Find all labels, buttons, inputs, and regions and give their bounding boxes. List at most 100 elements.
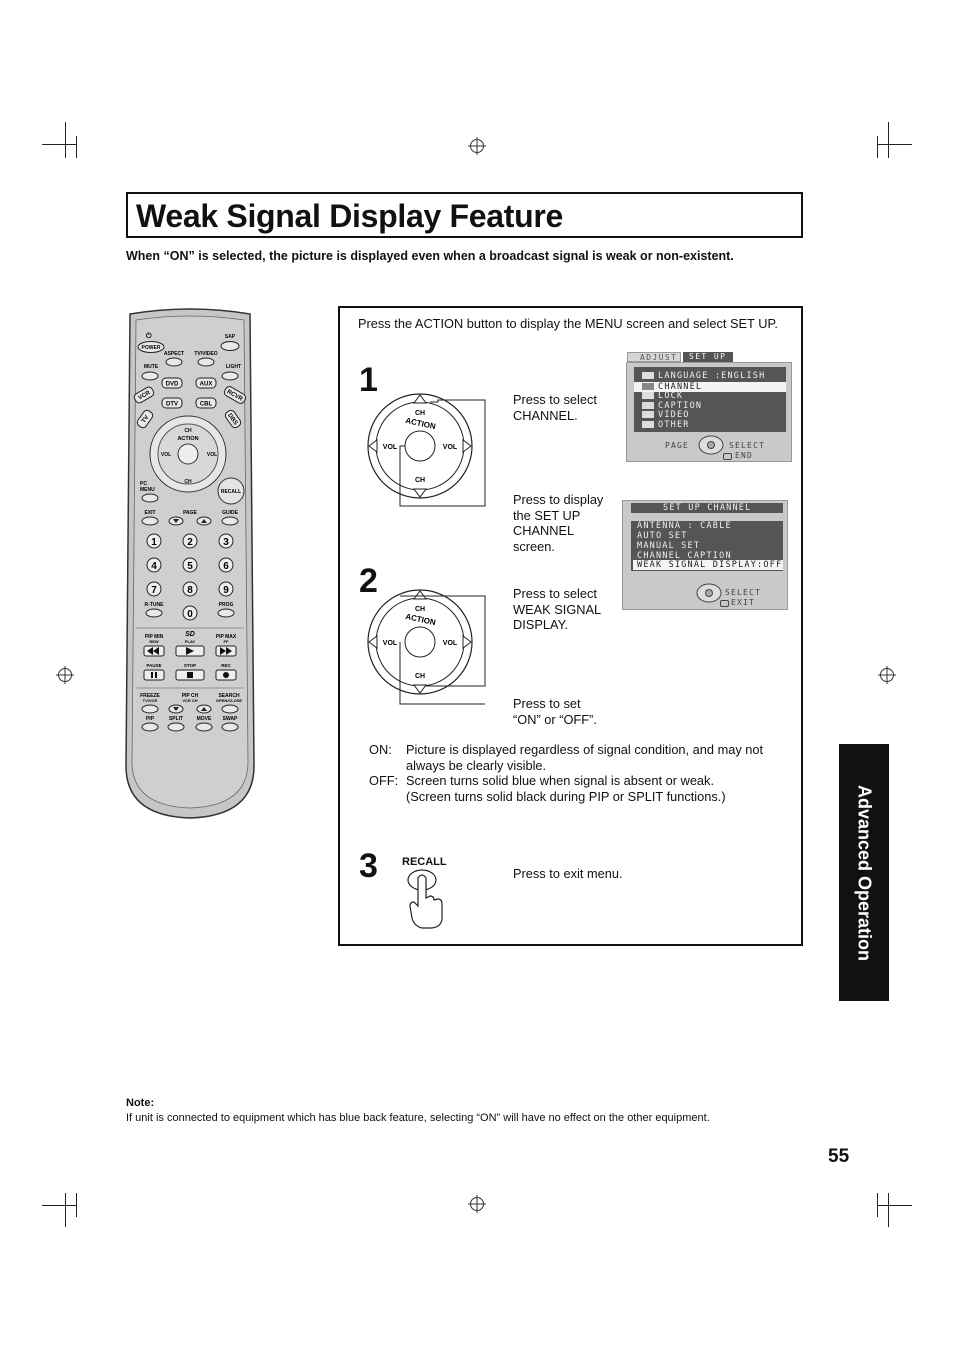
sd-logo: SD <box>185 631 195 638</box>
step-2-number: 2 <box>359 562 378 600</box>
pause-label: PAUSE <box>146 663 161 668</box>
note-label: Note: <box>126 1097 155 1109</box>
crop-mark <box>888 1193 890 1227</box>
prog-button[interactable] <box>217 608 235 618</box>
exit-label: EXIT <box>144 510 155 516</box>
numeric-keypad: 1 2 3 4 5 6 7 8 9 0 <box>146 533 234 621</box>
sap-button[interactable] <box>220 341 240 351</box>
recall-button-label: RECALL <box>402 856 447 868</box>
osd-navigation-pad-icon <box>698 435 724 455</box>
vcr-button[interactable]: VCR <box>138 390 153 402</box>
step-1-select-channel: Press to select CHANNEL. <box>513 392 597 423</box>
registration-mark-icon <box>470 139 484 153</box>
tvvideo-button[interactable] <box>197 357 215 367</box>
off-description-line-2: (Screen turns solid black during PIP or … <box>406 788 726 804</box>
exit-button[interactable] <box>141 516 159 526</box>
remote-action-pad[interactable]: CH ACTION VOL VOL CH <box>149 415 227 493</box>
guide-button[interactable] <box>221 516 239 526</box>
aux-button[interactable]: AUX <box>200 382 213 388</box>
power-symbol-icon: ⏻ <box>146 332 152 340</box>
pip-button[interactable] <box>141 722 159 732</box>
right-arrow-icon <box>462 439 472 453</box>
caption-icon <box>642 402 654 409</box>
tv-button[interactable]: TV <box>141 415 150 425</box>
split-button[interactable] <box>167 722 185 732</box>
swap-button[interactable] <box>221 722 239 732</box>
registration-mark-icon <box>880 668 894 682</box>
up-arrow-icon <box>413 590 427 600</box>
mode-buttons: VCR DVD AUX RCVR TV DTV CBL DBS <box>133 377 247 429</box>
recall-label: RECALL <box>221 489 241 495</box>
light-button[interactable] <box>221 371 239 381</box>
other-icon <box>642 421 654 428</box>
osd-lock-item: LOCK <box>658 391 684 401</box>
step-2-action-pad[interactable]: CH ACTION VOL VOL CH <box>360 586 520 716</box>
hand-pressing-recall-icon[interactable] <box>400 868 450 932</box>
lock-icon <box>642 392 654 399</box>
digit-1-button[interactable]: 1 <box>151 537 157 548</box>
digit-4-button[interactable]: 4 <box>151 561 157 572</box>
guide-label: GUIDE <box>222 510 239 516</box>
rtune-button[interactable] <box>145 608 163 618</box>
digit-9-button[interactable]: 9 <box>223 585 229 596</box>
remote-ch-up-label: CH <box>184 428 192 434</box>
step-2-select-weak: Press to select WEAK SIGNAL DISPLAY. <box>513 586 601 633</box>
vol-left-label: VOL <box>383 640 398 647</box>
recall-button[interactable] <box>217 477 245 505</box>
stop-label: STOP <box>184 663 196 668</box>
title-box: Weak Signal Display Feature <box>126 192 803 238</box>
connector-line <box>399 642 485 705</box>
prog-label: PROG <box>219 602 234 608</box>
mute-button[interactable] <box>141 371 159 381</box>
tab-adjust[interactable]: ADJUST <box>627 352 681 362</box>
osd2-antenna-item: ANTENNA : CABLE <box>637 521 732 531</box>
search-button[interactable] <box>221 704 239 714</box>
crop-mark <box>42 144 76 146</box>
digit-5-button[interactable]: 5 <box>187 561 193 572</box>
cbl-button[interactable]: CBL <box>200 402 213 408</box>
digit-6-button[interactable]: 6 <box>223 561 229 572</box>
freeze-button[interactable] <box>141 704 159 714</box>
pc-menu-button[interactable] <box>141 493 159 503</box>
digit-7-button[interactable]: 7 <box>151 585 157 596</box>
osd2-exit-label: EXIT <box>731 598 756 607</box>
crop-mark <box>888 122 890 158</box>
vol-right-label: VOL <box>443 640 458 647</box>
dvd-button[interactable]: DVD <box>166 382 179 388</box>
page-title: Weak Signal Display Feature <box>136 198 564 234</box>
on-description-line-1: Picture is displayed regardless of signa… <box>406 742 764 757</box>
page-subtitle: When “ON” is selected, the picture is di… <box>126 249 734 263</box>
page-down-icon <box>173 519 179 523</box>
osd-caption-item: CAPTION <box>658 401 703 411</box>
move-button[interactable] <box>195 722 213 732</box>
digit-2-button[interactable]: 2 <box>187 537 193 548</box>
dtv-button[interactable]: DTV <box>166 402 178 408</box>
ch-down-label: CH <box>415 477 425 484</box>
right-arrow-icon <box>462 635 472 649</box>
step-1-action-pad[interactable]: CH ACTION VOL VOL CH <box>360 390 520 520</box>
step-3-number: 3 <box>359 847 378 885</box>
digit-3-button[interactable]: 3 <box>223 537 229 548</box>
digit-0-button[interactable]: 0 <box>187 609 193 620</box>
off-description: Screen turns solid blue when signal is a… <box>406 773 726 804</box>
tab-setup[interactable]: SET UP <box>683 352 733 362</box>
aspect-label: ASPECT <box>164 351 184 357</box>
step-1-select-line-2: CHANNEL. <box>513 407 578 423</box>
power-button[interactable]: POWER <box>137 341 165 353</box>
step-2-select-line-2: WEAK SIGNAL <box>513 601 602 617</box>
left-arrow-icon <box>368 439 378 453</box>
step-1-select-line-1: Press to select <box>513 392 597 407</box>
pause-icon <box>151 672 153 678</box>
crop-mark <box>878 1205 912 1207</box>
on-description-line-2: always be clearly visible. <box>406 757 547 773</box>
osd2-weak-signal-item: WEAK SIGNAL DISPLAY:OFF <box>633 560 783 570</box>
menu-label: MENU <box>140 487 155 493</box>
down-arrow-icon <box>413 488 427 498</box>
remote-vol-left-label: VOL <box>161 452 171 458</box>
pause-button[interactable] <box>143 669 165 681</box>
ch-up-label: CH <box>415 410 425 417</box>
pip-min-label: PIP MIN <box>145 634 164 640</box>
digit-8-button[interactable]: 8 <box>187 585 193 596</box>
aspect-button[interactable] <box>165 357 183 367</box>
split-label: SPLIT <box>169 716 183 722</box>
